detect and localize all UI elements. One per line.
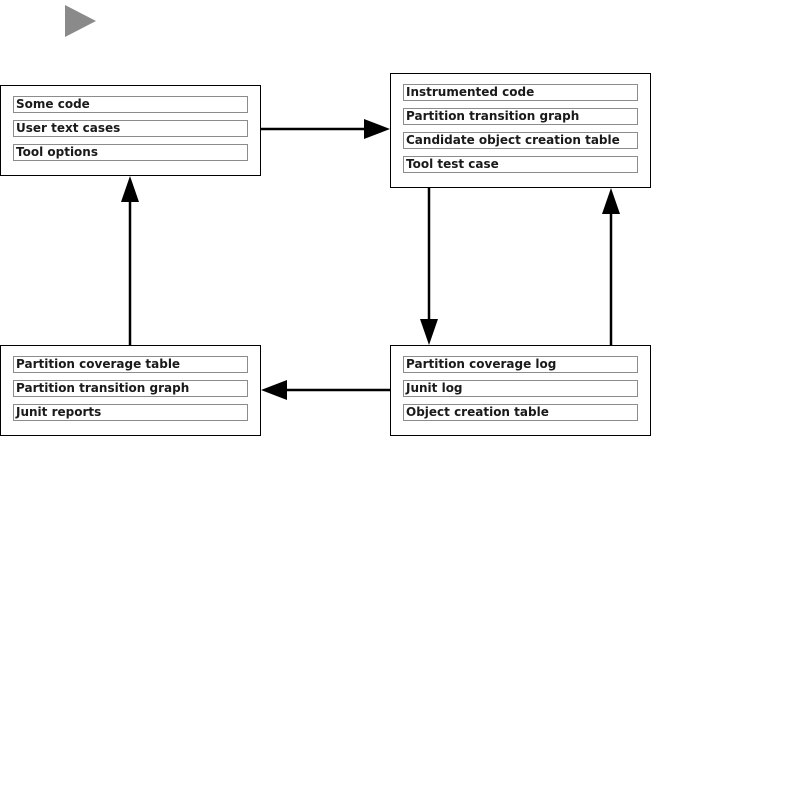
node-item: Partition coverage log [403,356,638,373]
node-reports: Partition coverage table Partition trans… [0,345,261,436]
arrowhead-up-icon [121,176,139,202]
node-item: Instrumented code [403,84,638,101]
node-item: User text cases [13,120,248,137]
arrowhead-right-icon [364,119,390,139]
node-item: Partition transition graph [403,108,638,125]
node-item: Tool test case [403,156,638,173]
node-item: Junit reports [13,404,248,421]
node-execution-logs: Partition coverage log Junit log Object … [390,345,651,436]
node-item: Partition coverage table [13,356,248,373]
arrowhead-left-icon [261,380,287,400]
node-item: Candidate object creation table [403,132,638,149]
arrowhead-down-icon [420,319,438,345]
node-item: Partition transition graph [13,380,248,397]
node-item: Object creation table [403,404,638,421]
node-item: Junit log [403,380,638,397]
node-item: Some code [13,96,248,113]
play-icon[interactable] [65,5,96,37]
node-tool-outputs: Instrumented code Partition transition g… [390,73,651,188]
node-item: Tool options [13,144,248,161]
node-inputs: Some code User text cases Tool options [0,85,261,176]
arrowhead-up-icon [602,188,620,214]
